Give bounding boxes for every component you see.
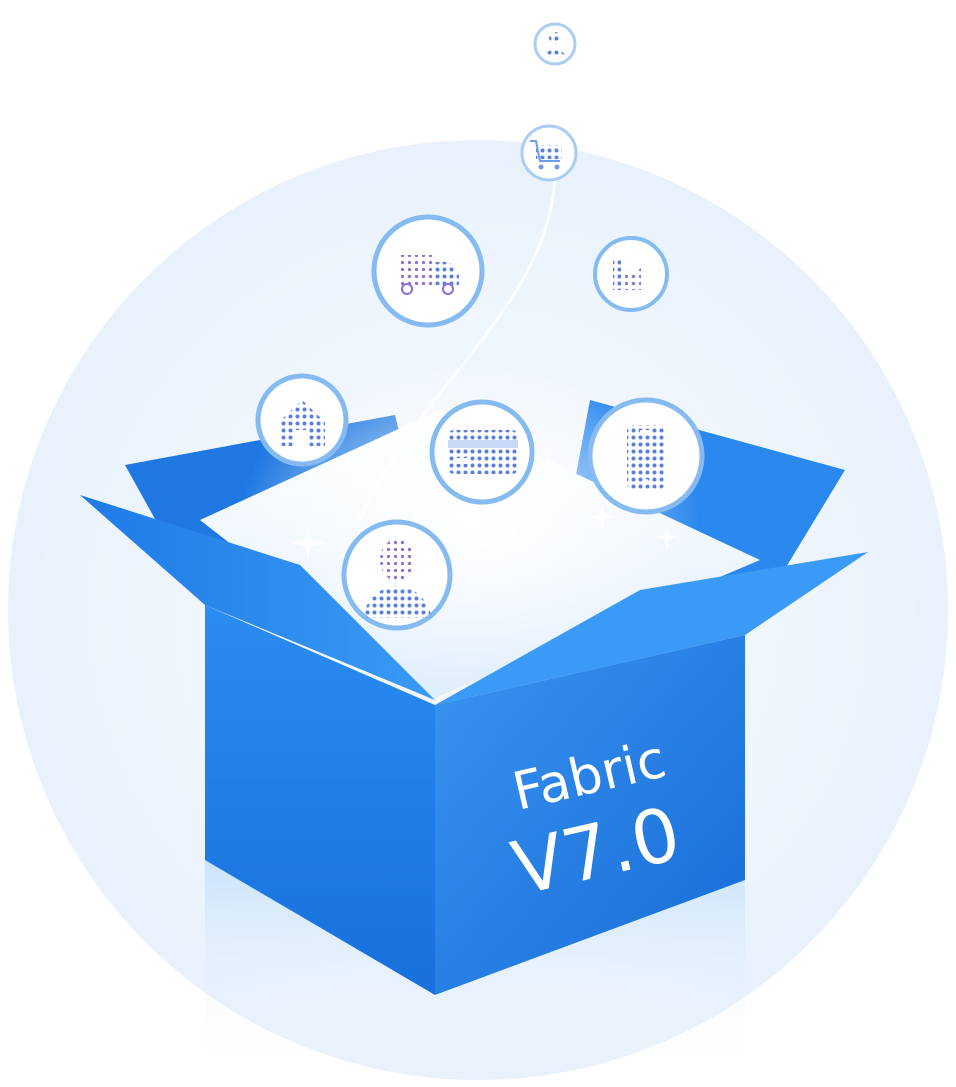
light-streak [358, 159, 557, 521]
icon-bubble-card [429, 399, 535, 505]
icon-bubble-person-large [341, 519, 453, 631]
smartphone-icon [627, 425, 665, 489]
shopping-cart-icon [530, 140, 562, 170]
factory-icon [613, 258, 641, 290]
box-right-face [435, 635, 745, 995]
box-front-left-flap [80, 495, 435, 700]
icon-bubble-home [255, 373, 349, 467]
box-reflection [205, 850, 745, 1080]
icon-bubble-cart [520, 124, 578, 182]
person-icon [543, 32, 567, 57]
credit-card-icon [448, 430, 518, 474]
icon-bubble-factory [593, 236, 669, 312]
sparkles [291, 452, 679, 560]
box-left-face [205, 605, 435, 995]
box-front-right-flap [435, 552, 868, 705]
icon-bubble-truck [371, 214, 485, 328]
delivery-truck-icon [397, 255, 459, 295]
person-icon [362, 539, 432, 618]
icon-bubble-person-small [533, 22, 577, 66]
home-icon [279, 400, 325, 446]
icon-bubble-phone [587, 397, 705, 515]
